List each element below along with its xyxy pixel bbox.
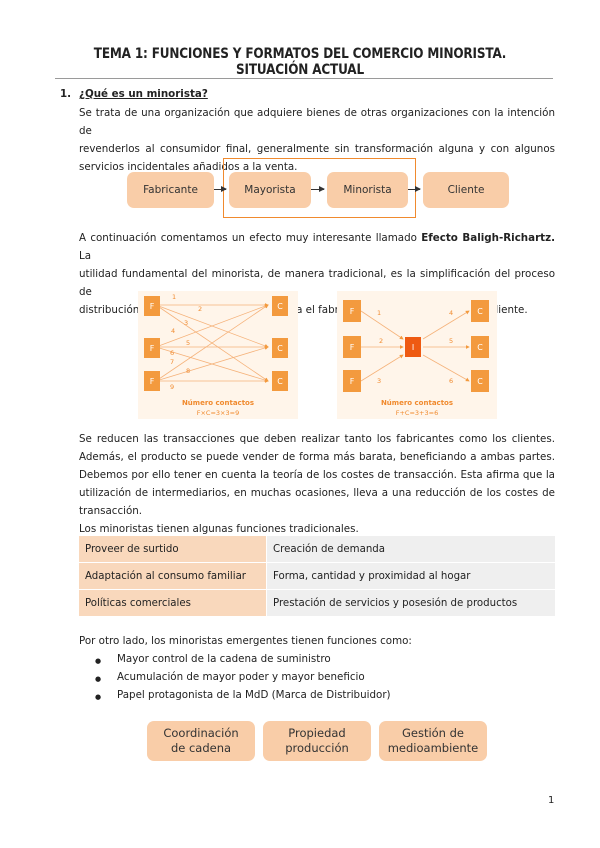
contacts-caption: Número contactos xyxy=(182,399,254,407)
node-c-label: C xyxy=(477,307,483,316)
table-row: Adaptación al consumo familiar Forma, ca… xyxy=(79,563,555,589)
pill-propiedad: Propiedad producción xyxy=(263,721,371,761)
edge-label: 7 xyxy=(170,358,174,366)
baligh-term: Efecto Baligh-Richartz. xyxy=(421,232,555,244)
contacts-formula: F×C=3×3=9 xyxy=(197,409,239,417)
edge-label: 5 xyxy=(449,337,453,345)
bullet-icon: ● xyxy=(95,657,102,665)
transaction-line: Se reducen las transacciones que deben r… xyxy=(79,433,555,445)
edge-label: 1 xyxy=(377,309,381,317)
table-intro: Los minoristas tienen algunas funciones … xyxy=(79,523,359,535)
node-c-label: C xyxy=(277,377,283,386)
node-c-2 xyxy=(471,336,489,358)
node-f-label: F xyxy=(150,344,155,353)
baligh-line-1: A continuación comentamos un efecto muy … xyxy=(79,229,555,265)
edge-label: 2 xyxy=(198,305,202,313)
title-divider xyxy=(55,78,553,79)
transaction-line: Además, el producto se puede vender de f… xyxy=(79,451,555,463)
edge-label: 2 xyxy=(379,337,383,345)
node-c-1 xyxy=(471,300,489,322)
contacts-caption: Número contactos xyxy=(381,399,453,407)
node-c-2 xyxy=(272,338,288,358)
intro-paragraph: Se trata de una organización que adquier… xyxy=(79,104,555,176)
edge-label: 6 xyxy=(449,377,453,385)
bullet-icon: ● xyxy=(95,693,102,701)
node-f-3 xyxy=(343,370,361,392)
functions-table: Proveer de surtido Creación de demanda A… xyxy=(79,536,555,617)
edge-label: 4 xyxy=(171,327,175,335)
flow-box-minorista: Minorista xyxy=(327,172,408,208)
edge-label: 5 xyxy=(186,339,190,347)
edge-label: 6 xyxy=(170,349,174,357)
intro-line: servicios incidentales añadidos a la ven… xyxy=(79,161,298,173)
node-f-2 xyxy=(343,336,361,358)
flow-box-mayorista: Mayorista xyxy=(229,172,311,208)
table-cell-function: Políticas comerciales xyxy=(79,590,266,616)
section-heading: ¿Qué es un minorista? xyxy=(79,88,208,100)
node-c-label: C xyxy=(277,302,283,311)
transaction-line: transacción. xyxy=(79,505,143,517)
contacts-formula: F+C=3+3=6 xyxy=(396,409,438,417)
pill-gestion: Gestión de medioambiente xyxy=(379,721,487,761)
flow-box-fabricante: Fabricante xyxy=(127,172,214,208)
page-number: 1 xyxy=(548,795,555,806)
bullet-item: Papel protagonista de la MdD (Marca de D… xyxy=(117,689,391,701)
intermediated-contacts-diagram: F F F C C C I 1 2 3 4 5 6 Número contact… xyxy=(337,291,497,419)
baligh-line-2: utilidad fundamental del minorista, de m… xyxy=(79,268,555,298)
flow-arrow-2 xyxy=(311,186,325,192)
table-cell-detail: Creación de demanda xyxy=(267,536,555,562)
node-c-label: C xyxy=(477,377,483,386)
node-f-1 xyxy=(144,296,160,316)
node-intermediary xyxy=(405,337,421,357)
baligh-text-a: A continuación comentamos un efecto muy … xyxy=(79,232,422,244)
flow-arrow-1 xyxy=(214,186,227,192)
node-f-label: F xyxy=(350,377,355,386)
node-c-1 xyxy=(272,296,288,316)
pill-coordinacion: Coordinación de cadena xyxy=(147,721,255,761)
table-row: Proveer de surtido Creación de demanda xyxy=(79,536,555,562)
edge-label: 3 xyxy=(377,377,381,385)
node-f-label: F xyxy=(350,307,355,316)
node-i-label: I xyxy=(412,343,414,352)
baligh-text-b: La xyxy=(79,250,92,262)
table-cell-detail: Prestación de servicios y posesión de pr… xyxy=(267,590,555,616)
node-f-3 xyxy=(144,371,160,391)
node-f-label: F xyxy=(150,302,155,311)
flow-box-cliente: Cliente xyxy=(423,172,509,208)
edge-label: 4 xyxy=(449,309,453,317)
edge-label: 1 xyxy=(172,293,176,301)
intro-line: Se trata de una organización que adquier… xyxy=(79,107,555,137)
intermediated-edges xyxy=(360,310,470,382)
node-c-3 xyxy=(272,371,288,391)
transaction-paragraph: Se reducen las transacciones que deben r… xyxy=(79,430,555,538)
node-f-label: F xyxy=(150,377,155,386)
node-c-label: C xyxy=(477,343,483,352)
direct-edges xyxy=(155,303,269,383)
table-cell-function: Proveer de surtido xyxy=(79,536,266,562)
table-cell-detail: Forma, cantidad y proximidad al hogar xyxy=(267,563,555,589)
direct-contacts-diagram: F F F C C C 1 2 3 4 5 6 7 8 9 Número con… xyxy=(138,291,298,419)
bullet-item: Mayor control de la cadena de suministro xyxy=(117,653,331,665)
page-title: TEMA 1: FUNCIONES Y FORMATOS DEL COMERCI… xyxy=(93,46,507,78)
section-number: 1. xyxy=(60,88,72,100)
table-cell-function: Adaptación al consumo familiar xyxy=(79,563,266,589)
table-row: Políticas comerciales Prestación de serv… xyxy=(79,590,555,616)
bullet-icon: ● xyxy=(95,675,102,683)
edge-label: 8 xyxy=(186,367,190,375)
intermediated-contacts-graphic: F F F C C C I 1 2 3 4 5 6 Número contact… xyxy=(343,300,489,417)
transaction-line: Debemos por ello tener en cuenta la teor… xyxy=(79,469,555,481)
edge-label: 3 xyxy=(184,319,188,327)
node-f-label: F xyxy=(350,343,355,352)
transaction-line: utilización de intermediarios, en muchas… xyxy=(79,487,555,499)
bullet-item: Acumulación de mayor poder y mayor benef… xyxy=(117,671,365,683)
edge-label: 9 xyxy=(170,383,174,391)
node-f-1 xyxy=(343,300,361,322)
direct-contacts-graphic: F F F C C C 1 2 3 4 5 6 7 8 9 Número con… xyxy=(144,293,288,417)
node-f-2 xyxy=(144,338,160,358)
emergent-intro: Por otro lado, los minoristas emergentes… xyxy=(79,635,412,647)
node-c-3 xyxy=(471,370,489,392)
flow-arrow-3 xyxy=(408,186,421,192)
intro-line: revenderlos al consumidor final, general… xyxy=(79,143,555,155)
node-c-label: C xyxy=(277,344,283,353)
